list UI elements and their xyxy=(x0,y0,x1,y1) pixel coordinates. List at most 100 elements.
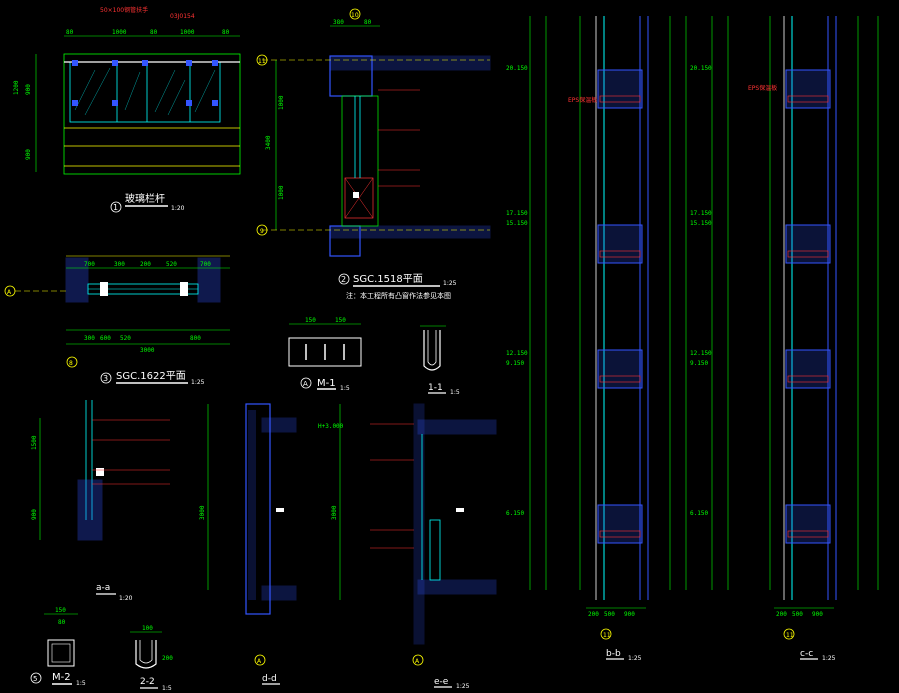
cc-dim-bot-1: 200 xyxy=(776,611,787,618)
bb-lintel xyxy=(599,375,641,383)
sgc1622-detail-num: 3 xyxy=(103,374,108,383)
cc-title: c-c xyxy=(800,649,813,659)
m2-detail: 150 80 5 M-2 1:5 xyxy=(30,607,86,687)
bb-floor-slab xyxy=(597,504,643,544)
railing-detail-num: 1 xyxy=(113,203,118,212)
cc-elevation-label: 20.150 xyxy=(690,65,712,72)
railing-dim-left-1: 1200 xyxy=(13,80,20,95)
bb-dim-bot-1: 200 xyxy=(588,611,599,618)
sgc1518-dim-top-1: 380 xyxy=(333,19,344,26)
cc-elevation-label: 15.150 xyxy=(690,220,712,227)
m1-dim-1: 150 xyxy=(305,317,316,324)
railing-elevation: 80 1000 80 1000 80 50×100钢管扶手 03J0154 12… xyxy=(13,6,241,213)
cc-floor-slab xyxy=(785,504,831,544)
sgc1622-scale: 1:25 xyxy=(191,379,205,386)
cc-floor-slab xyxy=(785,224,831,264)
railing-dim-top-1: 80 xyxy=(66,29,74,36)
sgc1622-axis-bottom: 8 xyxy=(69,360,73,367)
bb-title: b-b xyxy=(606,649,621,659)
s11-scale: 1:5 xyxy=(450,389,460,396)
sgc1622-axis-left: A xyxy=(7,289,12,296)
m2-title: M-2 xyxy=(52,672,71,683)
bb-axis: 11 xyxy=(603,632,611,639)
section-c-c: 200 500 900 EPS保温板 11 c-c 1:25 20.15017.… xyxy=(690,16,879,662)
bb-floor-slab xyxy=(597,69,643,109)
sgc1622-plan: 700 300 200 520 700 300 600 520 800 3000… xyxy=(4,255,230,386)
sgc1518-detail-num: 2 xyxy=(341,275,346,284)
m1-detail: 150 150 A M-1 1:5 xyxy=(288,317,362,392)
railing-dim-top-5: 80 xyxy=(222,29,230,36)
sgc1622-dim-top-4: 520 xyxy=(166,261,177,268)
ee-elev: H+3.000 xyxy=(318,423,344,430)
section-1-1: 1-1 1:5 xyxy=(420,325,460,396)
sgc1622-dim-top-1: 700 xyxy=(84,261,95,268)
sgc1622-dim-bot-1: 300 xyxy=(84,335,95,342)
bb-tag: EPS保温板 xyxy=(568,96,597,104)
bb-scale: 1:25 xyxy=(628,655,642,662)
s22-scale: 1:5 xyxy=(162,685,172,692)
m1-num: A xyxy=(303,380,308,388)
sgc1622-total: 3000 xyxy=(140,347,155,354)
m2-num: 5 xyxy=(33,675,37,683)
sgc1622-dim-top-3: 200 xyxy=(140,261,151,268)
sgc1518-axis-bottom-left: 9 xyxy=(260,228,264,235)
bb-floor-slab xyxy=(597,224,643,264)
ee-axis: A xyxy=(415,658,420,665)
aa-scale: 1:20 xyxy=(119,595,133,602)
section-d-d: 3000 A d-d xyxy=(199,403,297,685)
cc-elevation-label: 17.150 xyxy=(690,210,712,217)
railing-top-note: 50×100钢管扶手 xyxy=(100,6,148,14)
sgc1622-dim-bot-3: 520 xyxy=(120,335,131,342)
bb-elevation-label: 20.150 xyxy=(506,65,528,72)
s22-dim-1: 100 xyxy=(142,625,153,632)
railing-dim-top-2: 1000 xyxy=(112,29,127,36)
railing-scale: 1:20 xyxy=(171,205,185,212)
railing-dim-top-4: 1000 xyxy=(180,29,195,36)
bb-elevation-label: 15.150 xyxy=(506,220,528,227)
ee-scale: 1:25 xyxy=(456,683,470,690)
s22-dim-2: 200 xyxy=(162,655,173,662)
sgc1518-axis-top: 10 xyxy=(351,12,359,19)
ee-title: e-e xyxy=(434,677,449,687)
m1-dim-2: 150 xyxy=(335,317,346,324)
cc-lintel xyxy=(787,95,829,103)
section-e-e: 3000 H+3.000 A e-e 1:25 xyxy=(318,403,497,690)
cc-scale: 1:25 xyxy=(822,655,836,662)
cc-elevation-label: 9.150 xyxy=(690,360,708,367)
section-b-b: 200 500 900 EPS保温板 11 b-b 1:25 20.15017.… xyxy=(506,16,687,662)
bb-elevation-label: 17.150 xyxy=(506,210,528,217)
railing-dim-top-3: 80 xyxy=(150,29,158,36)
bb-elevation-label: 9.150 xyxy=(506,360,524,367)
bb-lintel xyxy=(599,250,641,258)
sgc1518-dim-left-1: 3400 xyxy=(265,135,272,150)
bb-floor-slab xyxy=(597,349,643,389)
bb-elevation-label: 12.150 xyxy=(506,350,528,357)
m2-dim-1: 150 xyxy=(55,607,66,614)
dd-axis: A xyxy=(257,658,262,665)
bb-lintel xyxy=(599,95,641,103)
sgc1518-dim-left-2: 1000 xyxy=(278,95,285,110)
dd-title: d-d xyxy=(262,674,277,684)
aa-title: a-a xyxy=(96,583,110,593)
section-a-a: 1500 900 a-a 1:20 xyxy=(31,400,170,602)
cc-elevation-label: 12.150 xyxy=(690,350,712,357)
m1-title: M-1 xyxy=(317,378,336,389)
bb-elevation-label: 6.150 xyxy=(506,510,524,517)
sgc1622-dim-bot-5: 800 xyxy=(190,335,201,342)
cc-dim-bot-2: 500 xyxy=(792,611,803,618)
ee-dim-1: 3000 xyxy=(331,505,338,520)
s11-title: 1-1 xyxy=(428,383,443,393)
railing-title: 玻璃栏杆 xyxy=(125,192,165,205)
sgc1518-axis-top-left: 11 xyxy=(258,58,266,65)
cc-floor-slab xyxy=(785,69,831,109)
aa-dim-1: 1500 xyxy=(31,435,38,450)
bb-dim-bot-2: 500 xyxy=(604,611,615,618)
sgc1518-note: 注：本工程所有凸窗作法参见本图 xyxy=(346,291,451,300)
section-2-2: 100 200 2-2 1:5 xyxy=(130,625,173,692)
sgc1622-dim-bot-2: 600 xyxy=(100,335,111,342)
m2-dim-2: 80 xyxy=(58,619,66,626)
aa-dim-2: 900 xyxy=(31,509,38,520)
cc-lintel xyxy=(787,375,829,383)
